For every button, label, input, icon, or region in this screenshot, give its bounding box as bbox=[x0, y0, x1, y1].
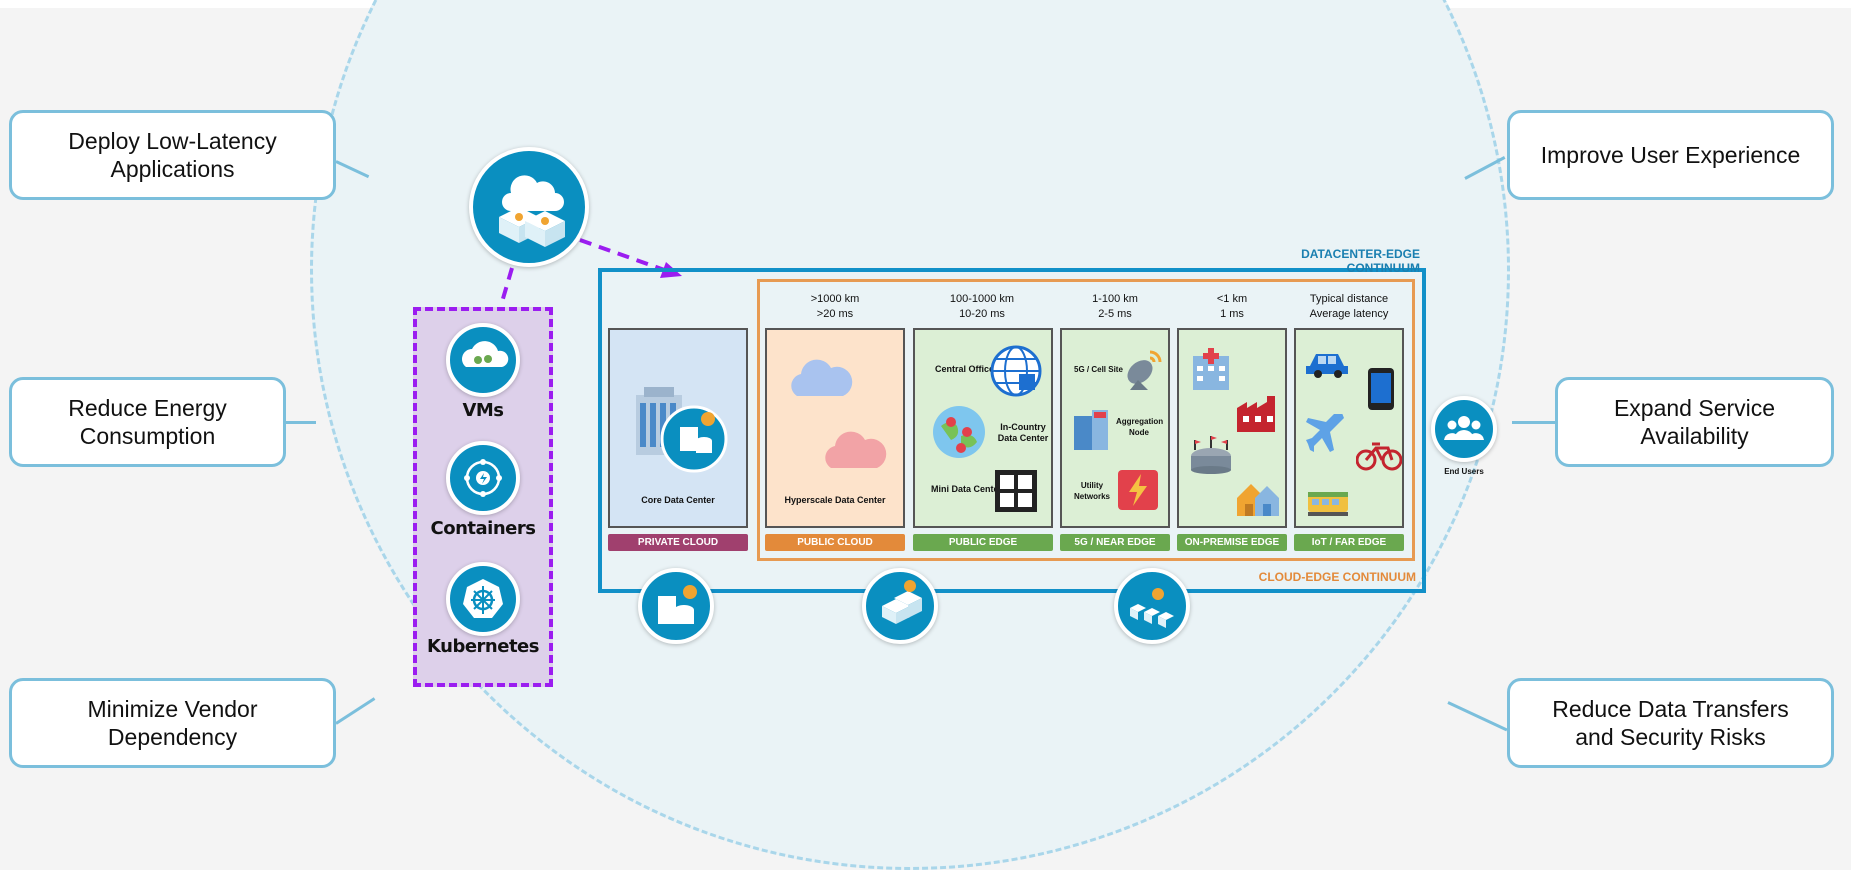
car-icon bbox=[1306, 354, 1348, 378]
tier-latency: 2-5 ms bbox=[1098, 308, 1132, 320]
tier-distance: 100-1000 km bbox=[949, 293, 1015, 305]
connector-line bbox=[335, 697, 376, 725]
tier-item: Hyperscale Data Center bbox=[784, 495, 886, 505]
tier-panel-on-premise-edge bbox=[1177, 328, 1287, 528]
houses-icon bbox=[1237, 484, 1279, 516]
tier-item: 5G / Cell Site bbox=[1074, 365, 1123, 374]
data-center-storage-icon bbox=[638, 568, 714, 644]
tier-category-tag: IoT / FAR EDGE bbox=[1294, 534, 1404, 551]
red-cloud-icon bbox=[825, 431, 887, 468]
airplane-icon bbox=[1306, 414, 1344, 452]
tier-item: Core Data Center bbox=[641, 495, 715, 505]
users-group-icon bbox=[1431, 396, 1497, 462]
edge-nodes-icon bbox=[1114, 568, 1190, 644]
tier-latency: >20 ms bbox=[816, 308, 854, 320]
stadium-icon bbox=[1191, 436, 1231, 474]
connector-line bbox=[286, 421, 316, 424]
map-pins-icon bbox=[933, 406, 985, 458]
tier-category-tag: PUBLIC EDGE bbox=[913, 534, 1053, 551]
goal-label: Improve User Experience bbox=[1540, 142, 1801, 168]
datacenter-edge-continuum-frame bbox=[598, 268, 1426, 593]
tier-panel-5g-near-edge: 5G / Cell Site Aggregation Node Utility … bbox=[1060, 328, 1170, 528]
aggregation-building-icon bbox=[1074, 410, 1108, 450]
grid-squares-icon bbox=[995, 470, 1037, 512]
goal-label: Reduce Energy Consumption bbox=[68, 395, 227, 449]
tier-distance: <1 km bbox=[1216, 293, 1248, 305]
goal-deploy-low-latency: Deploy Low-Latency Applications bbox=[9, 110, 336, 200]
satellite-dish-icon bbox=[1127, 350, 1162, 390]
bicycle-icon bbox=[1356, 442, 1402, 471]
cloud-edge-continuum-frame bbox=[757, 279, 1415, 561]
factory-icon bbox=[1237, 396, 1275, 432]
goal-reduce-data-transfers: Reduce Data Transfers and Security Risks bbox=[1507, 678, 1834, 768]
goal-label: Deploy Low-Latency Applications bbox=[68, 128, 277, 182]
connector-line bbox=[1447, 701, 1508, 732]
goal-expand-availability: Expand Service Availability bbox=[1555, 377, 1834, 467]
datacenter-edge-continuum-title: DATACENTER-EDGE CONTINUUM bbox=[1301, 247, 1420, 275]
goal-improve-ux: Improve User Experience bbox=[1507, 110, 1834, 200]
tier-latency: 1 ms bbox=[1220, 308, 1244, 320]
tier-distance: 1-100 km bbox=[1092, 293, 1138, 305]
tier-item: Aggregation Node bbox=[1116, 417, 1164, 437]
servers-stack-icon bbox=[862, 568, 938, 644]
goal-minimize-vendor: Minimize Vendor Dependency bbox=[9, 678, 336, 768]
tech-label-kubernetes: Kubernetes bbox=[427, 636, 539, 657]
tier-panel-public-edge: Central Office In-Country Data Center Mi… bbox=[913, 328, 1053, 528]
tier-category-tag: ON-PREMISE EDGE bbox=[1177, 534, 1287, 551]
tech-label-vms: VMs bbox=[462, 400, 504, 421]
tier-category-tag: 5G / NEAR EDGE bbox=[1060, 534, 1170, 551]
tier-latency: 10-20 ms bbox=[959, 308, 1005, 320]
globe-icon bbox=[990, 345, 1042, 397]
goal-label: Reduce Data Transfers and Security Risks bbox=[1552, 696, 1789, 750]
goal-label: Minimize Vendor Dependency bbox=[87, 696, 258, 750]
connector-line bbox=[1512, 421, 1557, 424]
kubernetes-helm-icon bbox=[446, 562, 520, 636]
lightning-icon bbox=[1118, 470, 1158, 510]
hospital-icon bbox=[1193, 348, 1229, 390]
goal-reduce-energy: Reduce Energy Consumption bbox=[9, 377, 286, 467]
orchestrator-icon bbox=[469, 147, 589, 267]
cloud-servers-icon bbox=[446, 323, 520, 397]
tier-item: Utility Networks bbox=[1073, 481, 1110, 501]
tech-label-containers: Containers bbox=[430, 518, 536, 539]
tier-item: Central Office bbox=[935, 364, 995, 374]
tier-panel-public-cloud: Hyperscale Data Center bbox=[765, 328, 905, 528]
tier-latency: Average latency bbox=[1309, 308, 1389, 320]
tier-item: Mini Data Center bbox=[931, 484, 1003, 494]
blue-cloud-icon bbox=[791, 359, 853, 396]
tier-panel-iot-far-edge bbox=[1294, 328, 1404, 528]
tier-category-tag: PRIVATE CLOUD bbox=[608, 534, 748, 551]
core-data-center-icon bbox=[636, 387, 728, 473]
goal-label: Expand Service Availability bbox=[1613, 395, 1776, 449]
tier-category-tag: PUBLIC CLOUD bbox=[765, 534, 905, 551]
train-icon bbox=[1308, 492, 1348, 516]
tier-distance: >1000 km bbox=[810, 293, 860, 305]
tier-panel-private-cloud: Core Data Center bbox=[608, 328, 748, 528]
phone-icon bbox=[1368, 368, 1394, 410]
tier-distance: Typical distance bbox=[1309, 293, 1389, 305]
tier-item: In-Country Data Center bbox=[997, 422, 1049, 443]
cloud-edge-continuum-title: CLOUD-EDGE CONTINUUM bbox=[1258, 570, 1416, 584]
containers-icon bbox=[446, 441, 520, 515]
end-users-label: End Users bbox=[1444, 467, 1484, 476]
